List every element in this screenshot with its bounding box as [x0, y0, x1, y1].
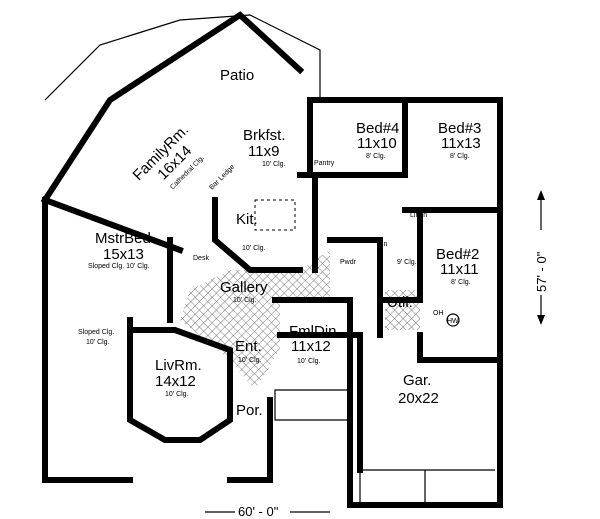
depth-dimension: 57' - 0" [534, 190, 549, 325]
powder-label: Pwdr [340, 259, 357, 266]
master-bath-ceiling-1: Sloped Clg. [78, 329, 114, 336]
master-bed-ceiling: Sloped Clg. 10' Clg. [88, 263, 150, 270]
gallery-ceiling: 10' Clg. [233, 297, 257, 304]
utility-label: Util. [387, 294, 413, 311]
living-room-ceiling: 10' Clg. [165, 391, 189, 398]
living-room-label: LivRm. [155, 357, 202, 374]
dining-walls [272, 297, 353, 338]
master-bed-label: MstrBed [95, 230, 151, 247]
entry-label: Ent. [235, 338, 262, 355]
kitchen-label: Kit. [236, 211, 258, 228]
breakfast-size: 11x9 [248, 143, 279, 160]
bed2-ceiling: 8' Clg. [451, 279, 471, 286]
bed3-label: Bed#3 [438, 120, 481, 137]
bed2-label: Bed#2 [436, 246, 479, 263]
breakfast-label: Brkfst. [243, 127, 286, 144]
bed3-size: 11x13 [441, 135, 481, 152]
bar-ledge-label: Bar Ledge [208, 164, 236, 192]
living-walls [127, 237, 233, 443]
bed4-size: 11x10 [357, 135, 397, 152]
water-heater-icon [446, 313, 460, 327]
dining-label: FmlDin. [289, 323, 341, 340]
bed4-ceiling: 8' Clg. [366, 153, 386, 160]
patio-outline [44, 14, 321, 101]
patio-label: Patio [220, 67, 254, 84]
gallery-label: Gallery [220, 279, 268, 296]
garage-door [359, 469, 495, 505]
bed4-label: Bed#4 [356, 120, 399, 137]
depth-dimension-label: 57' - 0" [534, 251, 549, 292]
garage-size: 20x22 [398, 390, 439, 407]
bed2-size: 11x11 [440, 261, 479, 278]
width-dimension-label: 60' - 0" [238, 504, 279, 519]
kitchen-wall [212, 172, 318, 273]
master-bath-ceiling-2: 10' Clg. [86, 339, 110, 346]
bed3-ceiling: 8' Clg. [450, 153, 470, 160]
dining-size: 11x12 [291, 338, 331, 355]
living-room-size: 14x12 [155, 373, 196, 390]
master-bed-size: 15x13 [103, 246, 144, 263]
gallery-floor [180, 250, 330, 390]
kitchen-ceiling: 10' Clg. [242, 245, 266, 252]
bedroom-walls [317, 97, 503, 338]
width-dimension: 60' - 0" [205, 504, 330, 519]
lin-label: Lin [378, 241, 387, 248]
garage-wall [347, 332, 503, 508]
dining-ceiling: 10' Clg. [297, 358, 321, 365]
hall-ceiling: 9' Clg. [397, 259, 417, 266]
pantry-label: Pantry [314, 160, 335, 167]
hw-label: HW [447, 318, 459, 325]
family-room-wall [40, 11, 305, 254]
garage-label: Gar. [403, 372, 431, 389]
breakfast-ceiling: 10' Clg. [262, 161, 286, 168]
porch-garden [274, 389, 351, 421]
desk-label: Desk [193, 255, 209, 262]
entry-ceiling: 10' Clg. [238, 357, 262, 364]
linen-label: Linen [410, 212, 427, 219]
kitchen-island [254, 199, 296, 231]
exterior-wall [42, 197, 363, 483]
oh-label: OH [433, 310, 444, 317]
porch-label: Por. [236, 402, 263, 419]
